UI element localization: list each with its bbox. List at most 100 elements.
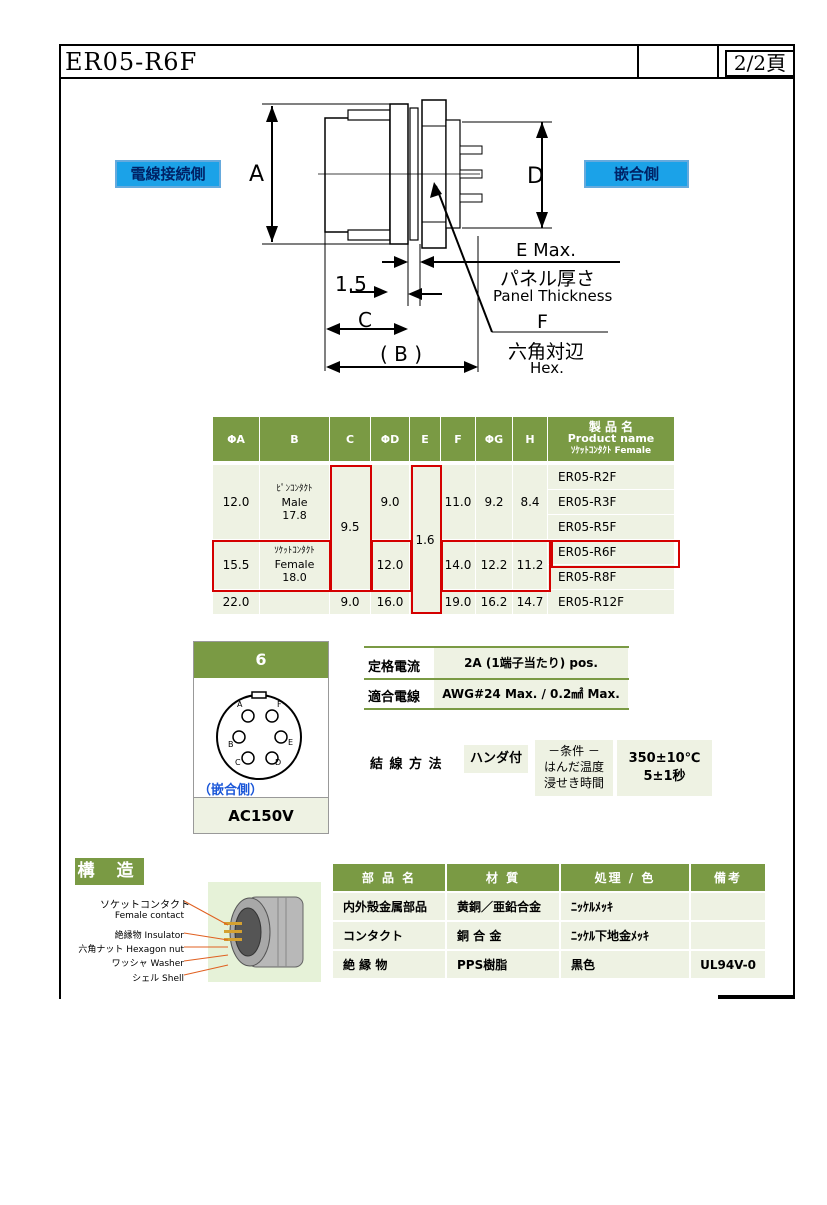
- condition-values: 350±10℃ 5±1秒: [617, 740, 712, 796]
- parts-header-finish: 処理 / 色: [561, 864, 689, 891]
- last-h: 14.7: [513, 590, 547, 614]
- product-r8f: ER05-R8F: [548, 565, 674, 589]
- parts-cell: 黒色: [561, 951, 689, 978]
- connector-drawing: [262, 99, 620, 373]
- spec-divider: [364, 708, 629, 710]
- table-row: ER05-R3F: [213, 490, 674, 514]
- dimension-table: ΦA B C ΦD E F ΦG H 製 品 名 Product name ｿｹ…: [212, 416, 675, 615]
- header-f: F: [441, 417, 475, 461]
- product-header-en: Product name: [567, 432, 655, 445]
- method-value: ハンダ付: [464, 745, 528, 773]
- parts-cell: 絶 縁 物: [333, 951, 445, 978]
- product-r2f: ER05-R2F: [548, 465, 674, 489]
- rated-current-label: 定格電流: [368, 660, 421, 675]
- callout-washer: ワッシャ Washer: [80, 956, 184, 969]
- parts-header-name: 部 品 名: [333, 864, 445, 891]
- parts-header-row: 部 品 名 材 質 処理 / 色 備考: [333, 864, 765, 891]
- product-r3f: ER05-R3F: [548, 490, 674, 514]
- condition-time-label: 浸せき時間: [543, 776, 604, 790]
- female-d: 12.0: [371, 540, 409, 589]
- parts-cell: PPS樹脂: [447, 951, 559, 978]
- parts-cell: 内外殻金属部品: [333, 893, 445, 920]
- male-a: 12.0: [213, 465, 259, 539]
- mating-side-label: 嵌合側: [584, 160, 689, 188]
- pin-mating-side-label: （嵌合側）: [198, 783, 264, 798]
- header-g: ΦG: [476, 417, 512, 461]
- dim-b-label: ( B ): [380, 342, 423, 366]
- page-title: ER05-R6F: [65, 48, 198, 76]
- pin-count: 6: [194, 642, 328, 678]
- c-shared: 9.5: [330, 465, 370, 589]
- last-a: 22.0: [213, 590, 259, 614]
- product-header-sub: ｿｹｯﾄｺﾝﾀｸﾄ Female: [570, 446, 652, 456]
- last-c: 9.0: [330, 590, 370, 614]
- table-row: 22.0 9.0 16.0 19.0 16.2 14.7 ER05-R12F: [213, 590, 674, 614]
- product-r12f: ER05-R12F: [548, 590, 674, 614]
- male-h: 8.4: [513, 465, 547, 539]
- parts-cell: [691, 922, 765, 949]
- table-row: 絶 縁 物 PPS樹脂 黒色 UL94V-0: [333, 951, 765, 978]
- header-e: E: [410, 417, 440, 461]
- callout-shell: シェル Shell: [80, 971, 184, 984]
- header-d: ΦD: [371, 417, 409, 461]
- last-b: [260, 590, 329, 614]
- callout-female-contact-jp: ソケットコンタクト: [100, 900, 190, 911]
- male-b: ﾋﾟﾝｺﾝﾀｸﾄ Male 17.8: [260, 465, 329, 539]
- parts-cell: 黄銅／亜鉛合金: [447, 893, 559, 920]
- pin-label-d: D: [275, 758, 282, 767]
- male-b-line3: 17.8: [282, 508, 307, 522]
- callout-washer-en: Washer: [150, 959, 184, 969]
- frame-corner-mark: [718, 995, 795, 999]
- pin-label-c: C: [235, 758, 241, 767]
- dim-a-label: A: [249, 162, 265, 187]
- pin-f-hole: [265, 709, 279, 723]
- wire-value: AWG#24 Max. / 0.2㎟ Max.: [434, 680, 628, 708]
- parts-cell: コンタクト: [333, 922, 445, 949]
- page-header: ER05-R6F 2/2頁: [61, 46, 793, 79]
- callout-female-contact: ソケットコンタクト Female contact: [100, 896, 190, 921]
- dim-d-label: D: [527, 164, 544, 189]
- callout-insulator-en: Insulator: [144, 931, 184, 941]
- table-row: 15.5 ｿｹｯﾄｺﾝﾀｸﾄ Female 18.0 12.0 14.0 12.…: [213, 540, 674, 589]
- callout-washer-jp: ワッシャ: [111, 959, 148, 969]
- table-row: [213, 462, 674, 464]
- pin-layout-card: 6 A F B E C D （嵌合側） AC150V: [193, 641, 329, 834]
- pin-layout-diagram: [216, 691, 302, 780]
- parts-cell: ﾆｯｹﾙﾒｯｷ: [561, 893, 689, 920]
- condition-temp-label: はんだ温度: [543, 760, 604, 774]
- wire-side-label: 電線接続側: [115, 160, 221, 188]
- male-g: 9.2: [476, 465, 512, 539]
- panel-thickness-jp: パネル厚さ: [500, 268, 596, 290]
- pin-b-hole: [232, 730, 246, 744]
- condition-box: －条件 － はんだ温度 浸せき時間: [535, 740, 613, 796]
- parts-table: 部 品 名 材 質 処理 / 色 備考 内外殻金属部品 黄銅／亜鉛合金 ﾆｯｹﾙ…: [331, 862, 767, 980]
- parts-cell: [691, 893, 765, 920]
- connector-photo-illustration: [224, 896, 304, 968]
- header-divider: [717, 46, 719, 77]
- table-row: ER05-R8F: [213, 565, 674, 589]
- female-b-line1: ｿｹｯﾄｺﾝﾀｸﾄ: [274, 546, 315, 556]
- pin-e-hole: [274, 730, 288, 744]
- table-header-row: ΦA B C ΦD E F ΦG H 製 品 名 Product name ｿｹ…: [213, 417, 674, 461]
- last-g: 16.2: [476, 590, 512, 614]
- hex-jp-label: 六角対辺: [508, 341, 585, 363]
- header-divider: [637, 46, 639, 77]
- e-shared: 1.6: [410, 465, 440, 614]
- callout-insulator-jp: 絶縁物: [114, 931, 142, 941]
- male-d: 9.0: [371, 465, 409, 539]
- parts-header-note: 備考: [691, 864, 765, 891]
- product-r5f: ER05-R5F: [548, 515, 674, 539]
- table-row: 内外殻金属部品 黄銅／亜鉛合金 ﾆｯｹﾙﾒｯｷ: [333, 893, 765, 920]
- rated-current-value: 2A (1端子当たり) pos.: [434, 648, 628, 678]
- male-b-line1: ﾋﾟﾝｺﾝﾀｸﾄ: [276, 483, 313, 494]
- callout-insulator: 絶縁物 Insulator: [80, 928, 184, 941]
- female-h: 11.2: [513, 540, 547, 589]
- table-row: ER05-R5F: [213, 515, 674, 539]
- header-c: C: [330, 417, 370, 461]
- female-g: 12.2: [476, 540, 512, 589]
- callout-hex-nut: 六角ナット Hexagon nut: [70, 942, 184, 955]
- page-number: 2/2頁: [725, 50, 793, 77]
- female-f: 14.0: [441, 540, 475, 589]
- callout-female-contact-en: Female contact: [114, 911, 184, 921]
- condition-time-value: 5±1秒: [643, 769, 686, 784]
